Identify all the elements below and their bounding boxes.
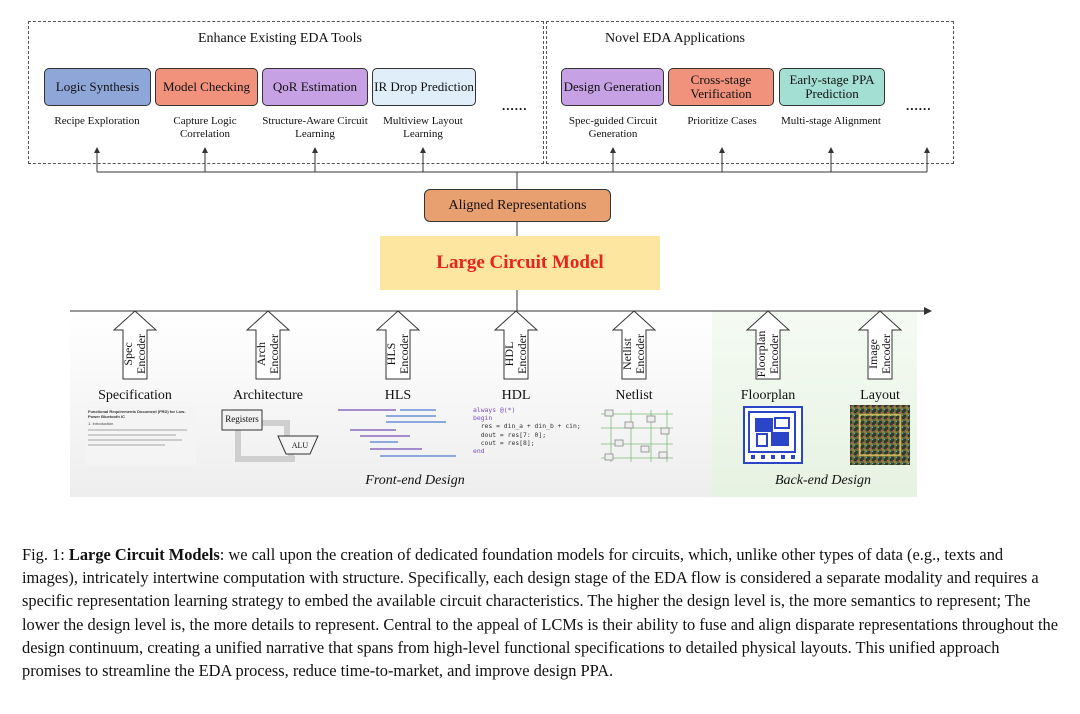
hdl-code-line: end <box>473 447 485 456</box>
spec-document-thumbnail: Functional Requirements Document (FRD) f… <box>86 407 196 465</box>
encoder-arrow-4 <box>612 310 656 380</box>
enhance-existing-group <box>28 21 544 164</box>
right-tool-task-1: Prioritize Cases <box>687 115 757 127</box>
encoder-label-line2-6: Encoder <box>879 334 893 374</box>
encoder-label-line1-0: Spec <box>121 342 135 366</box>
hdl-code-line: dout = res[7: 0]; <box>473 430 547 439</box>
encoder-label-line2-0: Encoder <box>134 334 148 374</box>
left-tool-task-0: Recipe Exploration <box>54 115 140 127</box>
encoder-arrow-6 <box>858 310 902 380</box>
left-tool-task-3: Multiview Layout Learning <box>383 115 463 140</box>
hls-code-thumbnail <box>338 409 456 457</box>
large-circuit-model-label: Large Circuit Model <box>436 252 604 273</box>
encoder-arrow-3 <box>494 310 538 380</box>
encoder-arrow-2 <box>376 310 420 380</box>
left-tool-box-2: QoR Estimation <box>262 68 368 106</box>
stage-name-5: Floorplan <box>740 388 796 403</box>
design-flow-axis <box>70 307 932 315</box>
left-tool-box-0: Logic Synthesis <box>44 68 151 106</box>
right-tool-box-1: Cross-stage Verification <box>668 68 774 106</box>
left-tool-box-1: Model Checking <box>155 68 258 106</box>
caption-prefix: Fig. 1: <box>22 545 69 564</box>
caption-bold-title: Large Circuit Models <box>68 545 220 564</box>
encoder-label-line2-4: Encoder <box>633 334 647 374</box>
right-tool-task-0: Spec-guided Circuit Generation <box>568 115 658 140</box>
novel-applications-group <box>546 21 954 164</box>
large-circuit-model-box: Large Circuit Model <box>380 236 660 290</box>
caption-text: : we call upon the creation of dedicated… <box>22 545 1058 681</box>
hdl-code-line: cout = res[8]; <box>473 438 535 447</box>
enhance-existing-title: Enhance Existing EDA Tools <box>197 31 363 46</box>
left-tool-task-2: Structure-Aware Circuit Learning <box>262 115 368 140</box>
stage-name-0: Specification <box>98 388 172 403</box>
encoder-label-line2-2: Encoder <box>397 334 411 374</box>
figure-caption: Fig. 1: Large Circuit Models: we call up… <box>22 543 1062 682</box>
encoder-label-line1-2: HLS <box>384 342 398 366</box>
stage-name-6: Layout <box>860 388 900 403</box>
architecture-thumbnail <box>221 409 319 462</box>
hdl-code-thumbnail: always @(*)begin res = din_a + din_b + c… <box>473 406 581 455</box>
stage-name-1: Architecture <box>233 388 303 403</box>
floorplan-thumbnail <box>743 406 803 464</box>
encoder-label-line2-1: Encoder <box>267 334 281 374</box>
alu-label: ALU <box>291 441 309 450</box>
left-ellipsis: ...... <box>502 98 528 113</box>
novel-applications-title: Novel EDA Applications <box>605 31 745 46</box>
right-tool-task-2: Multi-stage Alignment <box>781 115 881 127</box>
right-tool-box-2: Early-stage PPA Prediction <box>779 68 885 106</box>
left-tool-task-1: Capture Logic Correlation <box>173 115 237 140</box>
back-end-design-label: Back-end Design <box>774 473 872 488</box>
encoder-arrow-0 <box>113 310 157 380</box>
stage-name-2: HLS <box>384 388 412 403</box>
encoder-label-line1-5: Floorplan <box>754 330 768 378</box>
hdl-code-line: always @(*) <box>473 406 516 414</box>
front-end-design-label: Front-end Design <box>365 473 465 488</box>
layout-thumbnail <box>850 405 910 465</box>
stage-name-3: HDL <box>501 388 531 403</box>
encoder-label-line2-5: Encoder <box>767 334 781 374</box>
encoder-label-line1-3: HDL <box>502 341 516 367</box>
netlist-thumbnail <box>601 409 673 462</box>
hdl-code-line: res = din_a + din_b + cin; <box>473 422 581 431</box>
spec-document-heading: 1. Introduction <box>88 421 114 426</box>
encoder-label-line1-6: Image <box>866 339 880 369</box>
stage-name-4: Netlist <box>615 388 653 403</box>
left-tool-box-3: IR Drop Prediction <box>372 68 476 106</box>
spec-document-title: Functional Requirements Document (FRD) f… <box>88 409 186 419</box>
encoder-label-line1-4: Netlist <box>620 338 634 370</box>
right-ellipsis: ...... <box>906 98 932 113</box>
aligned-representations-box: Aligned Representations <box>424 189 611 222</box>
encoder-label-line2-3: Encoder <box>515 334 529 374</box>
encoder-arrow-5 <box>746 310 790 380</box>
encoder-label-line1-1: Arch <box>254 342 268 366</box>
connector-lines <box>94 147 930 311</box>
encoder-arrow-1 <box>246 310 290 380</box>
hdl-code-line: begin <box>473 414 493 423</box>
registers-label: Registers <box>225 414 259 424</box>
right-tool-box-0: Design Generation <box>561 68 664 106</box>
